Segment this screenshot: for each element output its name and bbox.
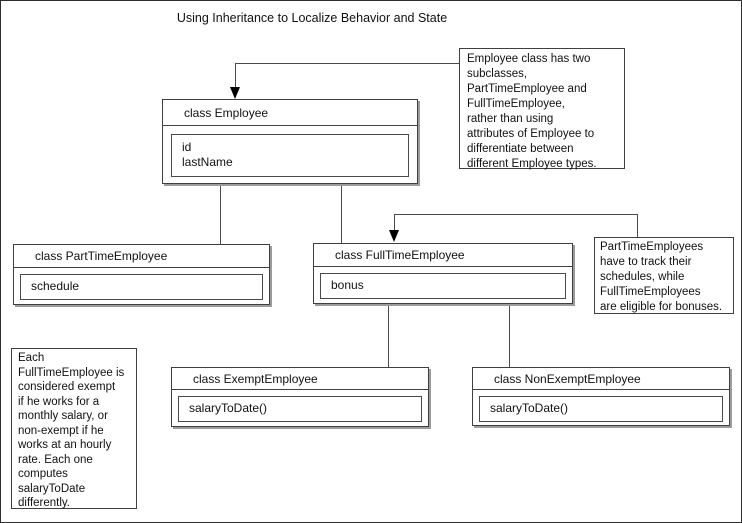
class-attributes-fulltime-employee: bonus [320,273,566,299]
class-attributes-employee: id lastName [171,134,409,177]
connector-note2-horizontal [394,214,638,215]
connector-note1-horizontal [235,63,459,64]
diagram-title: Using Inheritance to Localize Behavior a… [176,11,448,25]
class-box-parttime-employee: class PartTimeEmployee schedule [13,244,270,305]
class-name-fulltime-employee: class FullTimeEmployee [314,244,572,267]
connector-employee-parttime [220,184,221,244]
class-box-fulltime-employee: class FullTimeEmployee bonus [313,243,573,304]
class-name-nonexempt-employee: class NonExemptEmployee [473,368,729,390]
class-name-exempt-employee: class ExemptEmployee [172,368,428,390]
connector-employee-fulltime [341,184,342,243]
connector-note2-drop [394,214,395,230]
class-box-employee: class Employee id lastName [162,99,418,184]
class-name-employee: class Employee [163,100,417,126]
class-attributes-nonexempt-employee: salaryToDate() [479,396,723,422]
connector-note1-vertical [235,63,236,88]
note-exempt-rule: Each FullTimeEmployee is considered exem… [11,348,137,509]
class-box-exempt-employee: class ExemptEmployee salaryToDate() [171,367,429,427]
class-attributes-parttime-employee: schedule [20,274,263,300]
inheritance-arrow-fulltime-icon [389,230,399,242]
class-box-nonexempt-employee: class NonExemptEmployee salaryToDate() [472,367,730,426]
note-subclasses: Employee class has two subclasses, PartT… [459,48,625,170]
class-name-parttime-employee: class PartTimeEmployee [14,245,269,268]
connector-fulltime-exempt [388,304,389,367]
class-attributes-exempt-employee: salaryToDate() [178,396,422,422]
note-schedules-bonuses: PartTimeEmployees have to track their sc… [594,237,734,314]
connector-fulltime-nonexempt [509,304,510,367]
connector-note2-vertical [637,214,638,237]
inheritance-arrow-employee-icon [230,87,240,99]
